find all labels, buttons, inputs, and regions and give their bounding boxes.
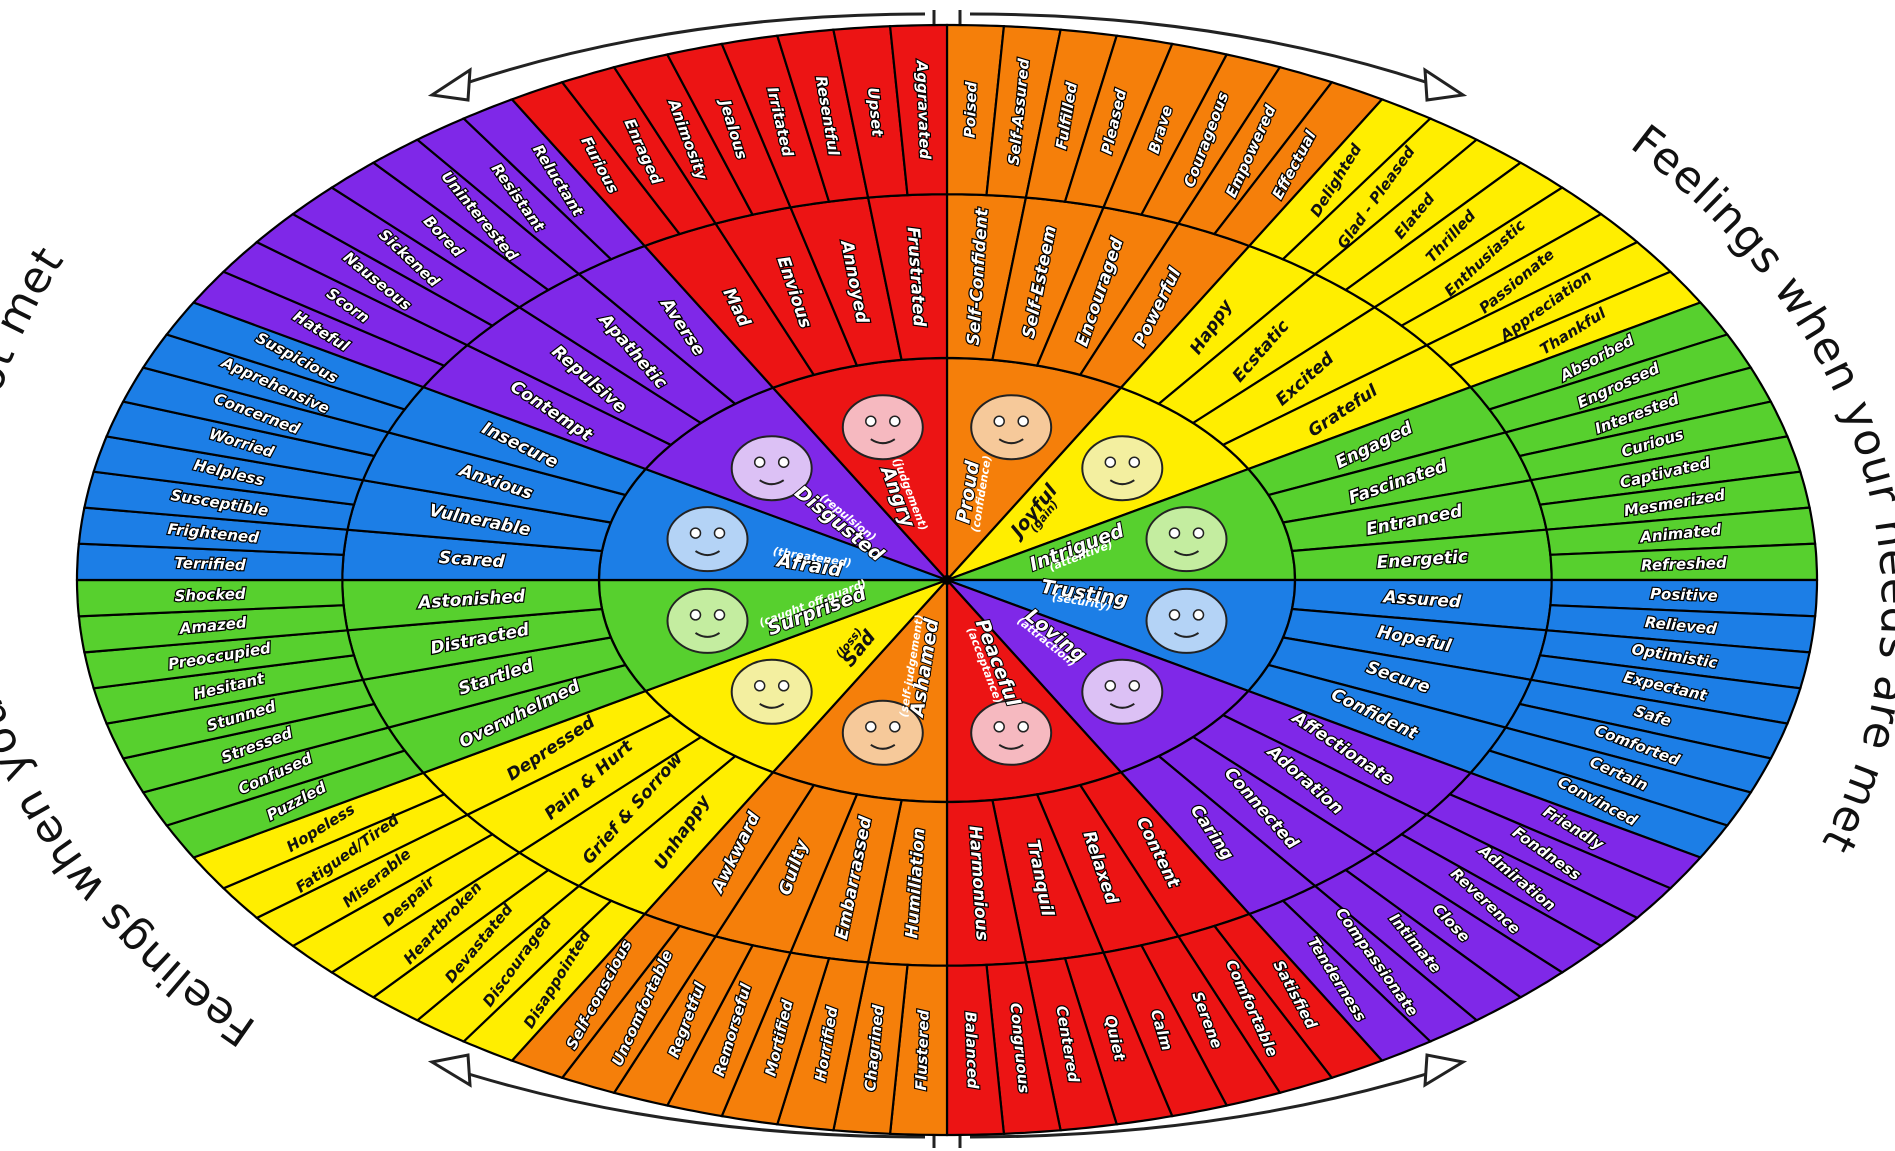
wheel-sectors	[75, 23, 1819, 1137]
arrow-head-top-left	[427, 67, 472, 102]
sector-ashamed	[510, 577, 949, 1137]
sector-proud	[945, 23, 1384, 583]
outer-label: Flustered	[912, 1009, 933, 1090]
face-icon	[666, 587, 749, 654]
face-icon	[970, 699, 1053, 766]
face-icon	[970, 394, 1053, 461]
arrow-head-bottom-right	[1423, 1053, 1468, 1088]
arrow-bottom-left	[439, 1063, 926, 1139]
sector-intrigued	[946, 301, 1819, 582]
face-icon	[1145, 506, 1228, 573]
face-icon	[730, 658, 813, 725]
face-icon	[730, 435, 813, 502]
arrow-top-right	[969, 12, 1456, 94]
outer-cell	[888, 23, 949, 197]
face-icon	[841, 394, 924, 461]
sector-loving	[946, 578, 1703, 1062]
outer-label: Terrified	[174, 554, 246, 574]
face-icon	[666, 506, 749, 573]
arrow-head-top-right	[1423, 67, 1468, 102]
outer-label: Balanced	[961, 1011, 982, 1089]
outer-label: Poised	[961, 81, 981, 138]
face-icon	[1081, 435, 1164, 502]
face-icon	[1145, 587, 1228, 654]
arrow-top-left	[439, 12, 926, 94]
sector-angry	[510, 23, 949, 583]
face-icon	[1081, 658, 1164, 725]
sector-joyful	[946, 98, 1703, 582]
face-icon	[841, 699, 924, 766]
outer-label: Positive	[1650, 585, 1718, 605]
center-dot	[942, 575, 952, 585]
arrow-head-bottom-left	[427, 1053, 472, 1088]
sector-peaceful	[945, 577, 1384, 1137]
outer-label: Aggravated	[913, 59, 934, 159]
arrow-bottom-right	[969, 1063, 1456, 1139]
outer-label: Shocked	[174, 585, 246, 605]
outer-label: Refreshed	[1641, 554, 1727, 575]
